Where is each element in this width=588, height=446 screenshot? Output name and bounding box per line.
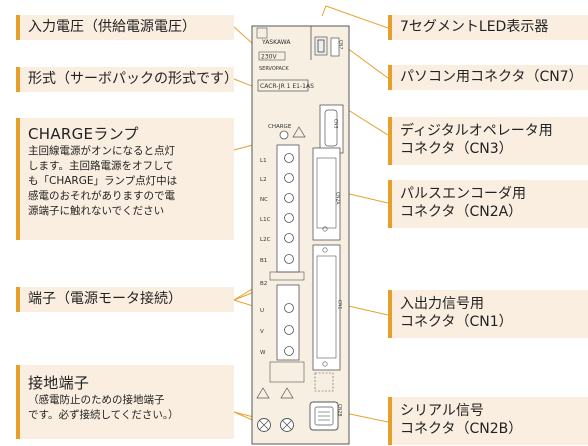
series-text: SERVOPACK [259, 66, 289, 72]
cn2b-text: CN2B [337, 404, 343, 416]
charge-text: CHARGE [268, 124, 292, 130]
label-operator-text: コネクタ（CN3） [400, 141, 513, 157]
cn1-port [312, 244, 341, 371]
label-input-voltage-text: 入力電圧（供給電源電圧） [28, 19, 196, 35]
label-charge-title: CHARGEランプ [28, 125, 139, 143]
cn7-port [330, 37, 340, 57]
label-io-text: コネクタ（CN1） [400, 314, 513, 330]
label-serial-text: コネクタ（CN2B） [400, 421, 523, 437]
terminal-block-lower [276, 284, 300, 361]
label-model-text: 形式（サーボパックの形式です） [28, 71, 238, 87]
voltage-text: 230V [261, 54, 277, 61]
label-led-display: 7セグメントLED表示器 [388, 15, 588, 40]
label-ground-desc: （感電防止のための接地端子 [28, 394, 165, 406]
charge-lamp [279, 130, 289, 140]
terminal-label: L2 [260, 177, 267, 183]
terminal-label: L1C [260, 217, 271, 223]
label-charge-lamp: CHARGEランプ 主回線電源がオンになると点灯 します。主回路電源をオフして … [16, 118, 234, 240]
label-charge-desc: 感電のおそれがありますので電 [28, 190, 175, 202]
label-charge-desc: します。主回路電源をオフして [28, 160, 174, 172]
terminal-block-upper [276, 144, 300, 273]
terminal-label: NC [260, 197, 268, 203]
label-pulse-text: コネクタ（CN2A） [400, 204, 523, 220]
cn3-text: CN3 [333, 119, 339, 129]
label-pc-connector: パソコン用コネクタ（CN7） [388, 65, 588, 90]
label-ground-title: 接地端子 [28, 374, 90, 392]
label-io-connector: 入出力信号用 コネクタ（CN1） [388, 290, 588, 338]
label-operator-connector: ディジタルオペレータ用 コネクタ（CN3） [388, 117, 588, 165]
terminal-label: B2 [260, 281, 267, 287]
cn1-text: CN1 [337, 300, 343, 310]
label-terminals-text: 端子（電源モータ接続） [28, 291, 182, 307]
brand-text: YASKAWA [261, 39, 291, 46]
label-pc-text: パソコン用コネクタ（CN7） [400, 69, 583, 85]
label-serial-text: シリアル信号 [400, 403, 484, 419]
label-operator-text: ディジタルオペレータ用 [400, 123, 553, 139]
cn2a-port [312, 147, 341, 241]
terminal-label: L1 [260, 158, 267, 164]
label-charge-desc: も「CHARGE」ランプ点灯中は [28, 175, 178, 187]
label-charge-desc: 源端子に触れないでください [28, 205, 165, 217]
label-ground: 接地端子 （感電防止のための接地端子 です。必ず接続してください。） [16, 365, 234, 439]
terminal-label: W [260, 350, 266, 356]
terminal-label: U [260, 308, 264, 314]
terminal-label: V [260, 329, 264, 335]
label-pulse-text: パルスエンコーダ用 [400, 186, 526, 202]
label-model: 形式（サーボパックの形式です） [16, 67, 238, 92]
cn7-text: CN7 [338, 40, 344, 50]
label-led-text: 7セグメントLED表示器 [400, 19, 549, 35]
model-text: CACR-JR 1 E1-1AS [260, 83, 314, 90]
label-charge-desc: 主回線電源がオンになると点灯 [28, 145, 175, 157]
label-ground-desc: です。必ず接続してください。） [28, 409, 179, 421]
label-io-text: 入出力信号用 [400, 296, 484, 312]
terminal-label: L2C [260, 237, 271, 243]
terminal-label: B1 [260, 258, 267, 264]
label-pulse-connector: パルスエンコーダ用 コネクタ（CN2A） [388, 180, 588, 228]
label-terminals: 端子（電源モータ接続） [16, 287, 234, 312]
label-serial-connector: シリアル信号 コネクタ（CN2B） [388, 397, 588, 445]
cn2a-text: CN2A [335, 192, 341, 205]
label-input-voltage: 入力電圧（供給電源電圧） [16, 15, 234, 40]
